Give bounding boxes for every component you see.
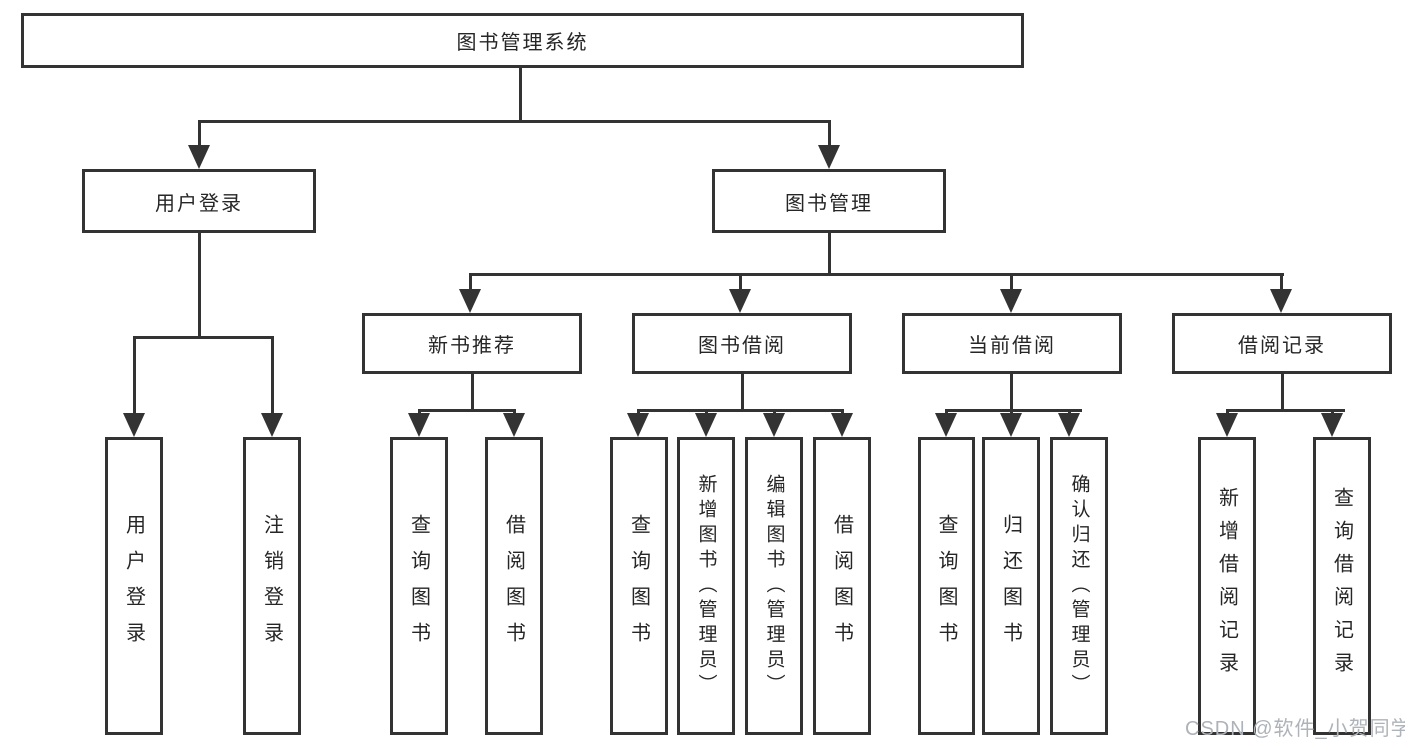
node-current-borrow-label: 当前借阅 [968, 335, 1056, 357]
connector-arrow-shaft-leaf-login [133, 336, 136, 414]
arrow-down-icon [831, 413, 853, 437]
connector-book-borrow-split [637, 409, 844, 412]
watermark: CSDN @软件_小贺同学 [1185, 718, 1405, 740]
node-root-label: 图书管理系统 [456, 32, 589, 54]
node-leaf-nb-query-label: 查询图书 [407, 514, 430, 658]
node-leaf-cb-query: 查询图书 [918, 437, 975, 735]
node-leaf-cb-confirm-label: 确认归还（管理员） [1068, 473, 1090, 699]
connector-new-book-stem [471, 374, 474, 409]
connector-arrow-shaft-nb-borrow [513, 409, 516, 415]
node-leaf-user-login-label: 用户登录 [122, 514, 145, 658]
connector-current-borrow-stem [1010, 374, 1013, 409]
node-leaf-br-add-label: 新增借阅记录 [1215, 487, 1238, 685]
node-leaf-cb-query-label: 查询图书 [935, 514, 957, 658]
connector-arrow-shaft-cb-confirm [1068, 409, 1071, 415]
arrow-down-icon [1058, 413, 1080, 437]
node-leaf-cb-return: 归还图书 [982, 437, 1040, 735]
connector-arrow-shaft-bb-edit [773, 409, 776, 415]
connector-arrow-shaft-bb-borrow [841, 409, 844, 415]
node-leaf-br-query-label: 查询借阅记录 [1330, 487, 1353, 685]
connector-arrow-shaft-book-borrow [739, 273, 742, 290]
arrow-down-icon [1000, 413, 1022, 437]
arrow-down-icon [459, 289, 481, 313]
connector-book-mgmt-stem [828, 233, 831, 273]
node-book-mgmt: 图书管理 [712, 169, 946, 233]
arrow-down-icon [935, 413, 957, 437]
connector-arrow-shaft-nb-query [418, 409, 421, 415]
node-current-borrow: 当前借阅 [902, 313, 1122, 374]
connector-arrow-shaft-leaf-logout [271, 336, 274, 414]
connector-book-borrow-stem [741, 374, 744, 409]
node-book-borrow-label: 图书借阅 [698, 335, 786, 357]
connector-arrow-shaft-cb-return [1010, 409, 1013, 415]
node-book-mgmt-label: 图书管理 [785, 192, 873, 215]
connector-arrow-shaft-book-mgmt [828, 120, 831, 146]
node-user-login: 用户登录 [82, 169, 316, 233]
arrow-down-icon [729, 289, 751, 313]
node-leaf-user-login: 用户登录 [105, 437, 163, 735]
node-leaf-br-query: 查询借阅记录 [1313, 437, 1371, 735]
connector-new-book-split [418, 409, 516, 412]
node-leaf-bb-query: 查询图书 [610, 437, 668, 735]
arrow-down-icon [1000, 289, 1022, 313]
connector-borrow-record-split [1226, 409, 1345, 412]
arrow-down-icon [261, 413, 283, 437]
connector-level3-split [469, 273, 1284, 276]
arrow-down-icon [1321, 413, 1343, 437]
connector-arrow-shaft-cb-query [945, 409, 948, 415]
node-user-login-label: 用户登录 [155, 192, 243, 215]
arrow-down-icon [763, 413, 785, 437]
node-leaf-logout-label: 注销登录 [260, 514, 283, 658]
node-leaf-logout: 注销登录 [243, 437, 301, 735]
connector-user-login-split [133, 336, 274, 339]
arrow-down-icon [1270, 289, 1292, 313]
connector-user-login-stem [198, 233, 201, 336]
arrow-down-icon [188, 145, 210, 169]
node-leaf-bb-add-label: 新增图书（管理员） [695, 473, 717, 699]
arrow-down-icon [123, 413, 145, 437]
connector-level1-split [198, 120, 831, 123]
node-leaf-bb-edit-label: 编辑图书（管理员） [763, 473, 785, 699]
connector-root-stem [519, 68, 522, 120]
node-leaf-bb-edit: 编辑图书（管理员） [745, 437, 803, 735]
node-book-borrow: 图书借阅 [632, 313, 852, 374]
node-root: 图书管理系统 [21, 13, 1024, 68]
arrow-down-icon [408, 413, 430, 437]
connector-arrow-shaft-bb-add [705, 409, 708, 415]
node-leaf-nb-borrow: 借阅图书 [485, 437, 543, 735]
connector-current-borrow-split [945, 409, 1082, 412]
arrow-down-icon [818, 145, 840, 169]
node-new-book: 新书推荐 [362, 313, 582, 374]
connector-arrow-shaft-current-borrow [1010, 273, 1013, 290]
connector-arrow-shaft-new-book [469, 273, 472, 290]
node-leaf-bb-add: 新增图书（管理员） [677, 437, 735, 735]
node-leaf-bb-query-label: 查询图书 [627, 514, 650, 658]
connector-arrow-shaft-br-query [1331, 409, 1334, 415]
connector-arrow-shaft-user-login [198, 120, 201, 146]
connector-borrow-record-stem [1281, 374, 1284, 409]
node-new-book-label: 新书推荐 [428, 335, 516, 357]
node-leaf-cb-confirm: 确认归还（管理员） [1050, 437, 1108, 735]
node-leaf-bb-borrow-label: 借阅图书 [830, 514, 853, 658]
node-leaf-br-add: 新增借阅记录 [1198, 437, 1256, 735]
node-leaf-nb-borrow-label: 借阅图书 [502, 514, 525, 658]
connector-arrow-shaft-br-add [1226, 409, 1229, 415]
node-borrow-record-label: 借阅记录 [1238, 335, 1326, 357]
arrow-down-icon [1216, 413, 1238, 437]
connector-arrow-shaft-bb-query [637, 409, 640, 415]
node-leaf-bb-borrow: 借阅图书 [813, 437, 871, 735]
node-borrow-record: 借阅记录 [1172, 313, 1392, 374]
arrow-down-icon [695, 413, 717, 437]
arrow-down-icon [503, 413, 525, 437]
node-leaf-cb-return-label: 归还图书 [999, 514, 1022, 658]
connector-arrow-shaft-borrow-record [1280, 273, 1283, 290]
arrow-down-icon [627, 413, 649, 437]
node-leaf-nb-query: 查询图书 [390, 437, 448, 735]
